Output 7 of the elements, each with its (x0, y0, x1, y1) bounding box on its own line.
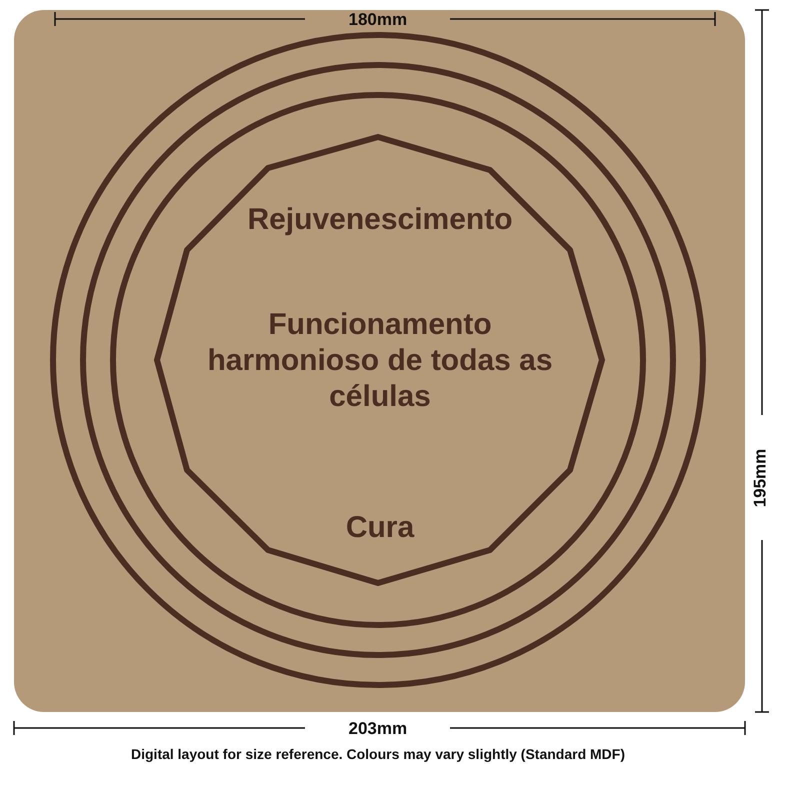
dimension-label: 195mm (750, 448, 770, 508)
caption: Digital layout for size reference. Colours may vary slightly (Standard MDF) (131, 746, 626, 762)
dimension-label: 180mm (348, 10, 408, 30)
ring-text: Rejuvenescimento (246, 202, 514, 238)
dimension-label: 203mm (348, 719, 408, 739)
center-text: Funcionamento harmonioso de todas as células (206, 307, 554, 415)
ring-text: Cura (344, 510, 416, 546)
